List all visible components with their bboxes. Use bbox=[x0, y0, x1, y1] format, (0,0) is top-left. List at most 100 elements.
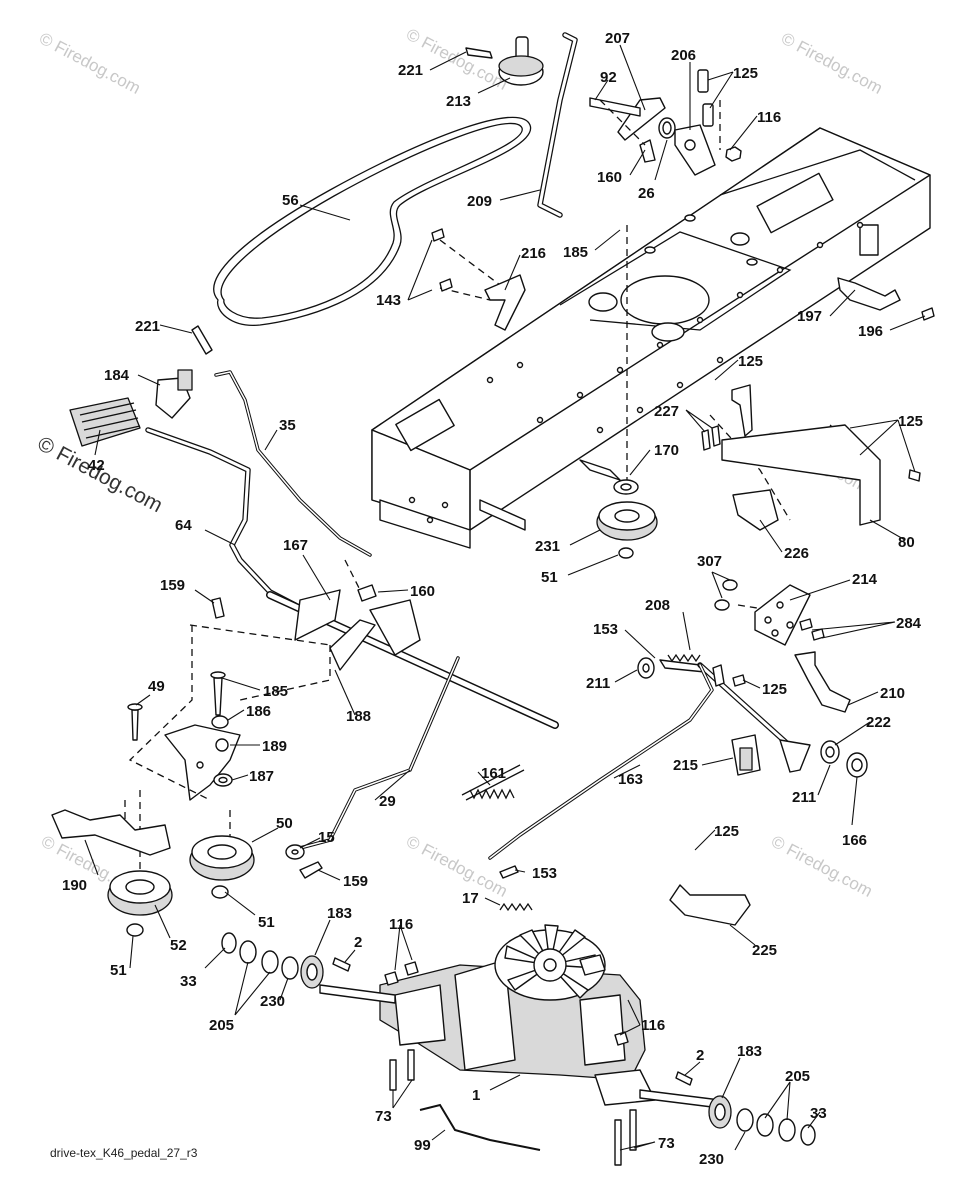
callout-197: 197 bbox=[797, 308, 822, 325]
diagram-caption: drive-tex_K46_pedal_27_r3 bbox=[50, 1146, 198, 1160]
frame-holes bbox=[408, 221, 864, 524]
callout-92: 92 bbox=[600, 69, 617, 86]
callout-52: 52 bbox=[170, 937, 187, 954]
callout-231: 231 bbox=[535, 538, 560, 555]
watermark: © Firedog.com bbox=[778, 29, 886, 98]
callout-170: 170 bbox=[654, 442, 679, 459]
callout-230: 230 bbox=[260, 993, 285, 1010]
callout-159: 159 bbox=[160, 577, 185, 594]
transaxle bbox=[319, 924, 721, 1166]
callout-73: 73 bbox=[375, 1108, 392, 1125]
leader-lines bbox=[84, 44, 926, 1151]
callout-2: 2 bbox=[696, 1047, 704, 1064]
callout-221: 221 bbox=[135, 318, 160, 335]
callout-160: 160 bbox=[597, 169, 622, 186]
callout-160: 160 bbox=[410, 583, 435, 600]
callout-190: 190 bbox=[62, 877, 87, 894]
callout-215: 215 bbox=[673, 757, 698, 774]
callout-185: 185 bbox=[263, 683, 288, 700]
callout-183: 183 bbox=[737, 1043, 762, 1060]
callout-222: 222 bbox=[866, 714, 891, 731]
callout-99: 99 bbox=[414, 1137, 431, 1154]
callout-51: 51 bbox=[110, 962, 127, 979]
callout-125: 125 bbox=[762, 681, 787, 698]
callout-196: 196 bbox=[858, 323, 883, 340]
callout-167: 167 bbox=[283, 537, 308, 554]
callout-labels: 221 213 207 206 92 125 116 160 26 209 56… bbox=[62, 30, 923, 1168]
callout-209: 209 bbox=[467, 193, 492, 210]
callout-185: 185 bbox=[563, 244, 588, 261]
callout-51: 51 bbox=[541, 569, 558, 586]
callout-205: 205 bbox=[785, 1068, 810, 1085]
callout-49: 49 bbox=[148, 678, 165, 695]
watermark: © Firedog.com bbox=[403, 25, 511, 94]
callout-116: 116 bbox=[757, 109, 781, 126]
callout-166: 166 bbox=[842, 832, 867, 849]
callout-210: 210 bbox=[880, 685, 905, 702]
callout-205: 205 bbox=[209, 1017, 234, 1034]
callout-186: 186 bbox=[246, 703, 271, 720]
callout-230: 230 bbox=[699, 1151, 724, 1168]
callout-184: 184 bbox=[104, 367, 130, 384]
callout-214: 214 bbox=[852, 571, 878, 588]
callout-143: 143 bbox=[376, 292, 401, 309]
callout-125: 125 bbox=[738, 353, 763, 370]
callout-51: 51 bbox=[258, 914, 275, 931]
callout-188: 188 bbox=[346, 708, 371, 725]
callout-73: 73 bbox=[658, 1135, 675, 1152]
brake-pedal-parts bbox=[488, 579, 868, 860]
callout-187: 187 bbox=[249, 768, 274, 785]
left-axle-hardware bbox=[221, 932, 351, 989]
callout-183: 183 bbox=[327, 905, 352, 922]
callout-2: 2 bbox=[354, 934, 362, 951]
watermark: © Firedog.com bbox=[34, 432, 167, 517]
callout-307: 307 bbox=[697, 553, 722, 570]
callout-33: 33 bbox=[180, 973, 197, 990]
callout-33: 33 bbox=[810, 1105, 827, 1122]
idler-bracket bbox=[127, 671, 241, 801]
callout-225: 225 bbox=[752, 942, 777, 959]
callout-163: 163 bbox=[618, 771, 643, 788]
lower-left-parts bbox=[51, 809, 323, 937]
left-upper-parts bbox=[69, 325, 372, 608]
callout-80: 80 bbox=[898, 534, 915, 551]
callout-125: 125 bbox=[714, 823, 739, 840]
callout-226: 226 bbox=[784, 545, 809, 562]
callout-206: 206 bbox=[671, 47, 696, 64]
callout-64: 64 bbox=[175, 517, 192, 534]
watermark: © Firedog.com bbox=[36, 29, 144, 98]
callout-26: 26 bbox=[638, 185, 655, 202]
callout-153: 153 bbox=[593, 621, 618, 638]
callout-207: 207 bbox=[605, 30, 630, 47]
callout-17: 17 bbox=[462, 890, 479, 907]
callout-161: 161 bbox=[481, 765, 506, 782]
callout-159: 159 bbox=[343, 873, 368, 890]
callout-116: 116 bbox=[641, 1017, 665, 1034]
callout-211: 211 bbox=[586, 675, 610, 692]
right-upper-parts bbox=[431, 228, 935, 559]
lower-misc-parts bbox=[419, 865, 751, 1151]
pedal-linkage bbox=[211, 584, 559, 850]
callout-227: 227 bbox=[654, 403, 679, 420]
chassis-frame bbox=[371, 127, 931, 549]
callout-42: 42 bbox=[88, 457, 105, 474]
watermark: © Firedog.com bbox=[403, 832, 511, 901]
callout-153: 153 bbox=[532, 865, 557, 882]
callout-213: 213 bbox=[446, 93, 471, 110]
callout-189: 189 bbox=[262, 738, 287, 755]
callout-50: 50 bbox=[276, 815, 293, 832]
callout-125: 125 bbox=[898, 413, 923, 430]
callout-208: 208 bbox=[645, 597, 670, 614]
drive-belt bbox=[213, 116, 532, 326]
callout-216: 216 bbox=[521, 245, 546, 262]
callout-29: 29 bbox=[379, 793, 396, 810]
dashed-guides bbox=[124, 99, 881, 880]
callout-116: 116 bbox=[389, 916, 413, 933]
callout-1: 1 bbox=[472, 1087, 480, 1104]
callout-35: 35 bbox=[279, 417, 296, 434]
callout-15: 15 bbox=[318, 829, 335, 846]
callout-284: 284 bbox=[896, 615, 922, 632]
callout-56: 56 bbox=[282, 192, 299, 209]
